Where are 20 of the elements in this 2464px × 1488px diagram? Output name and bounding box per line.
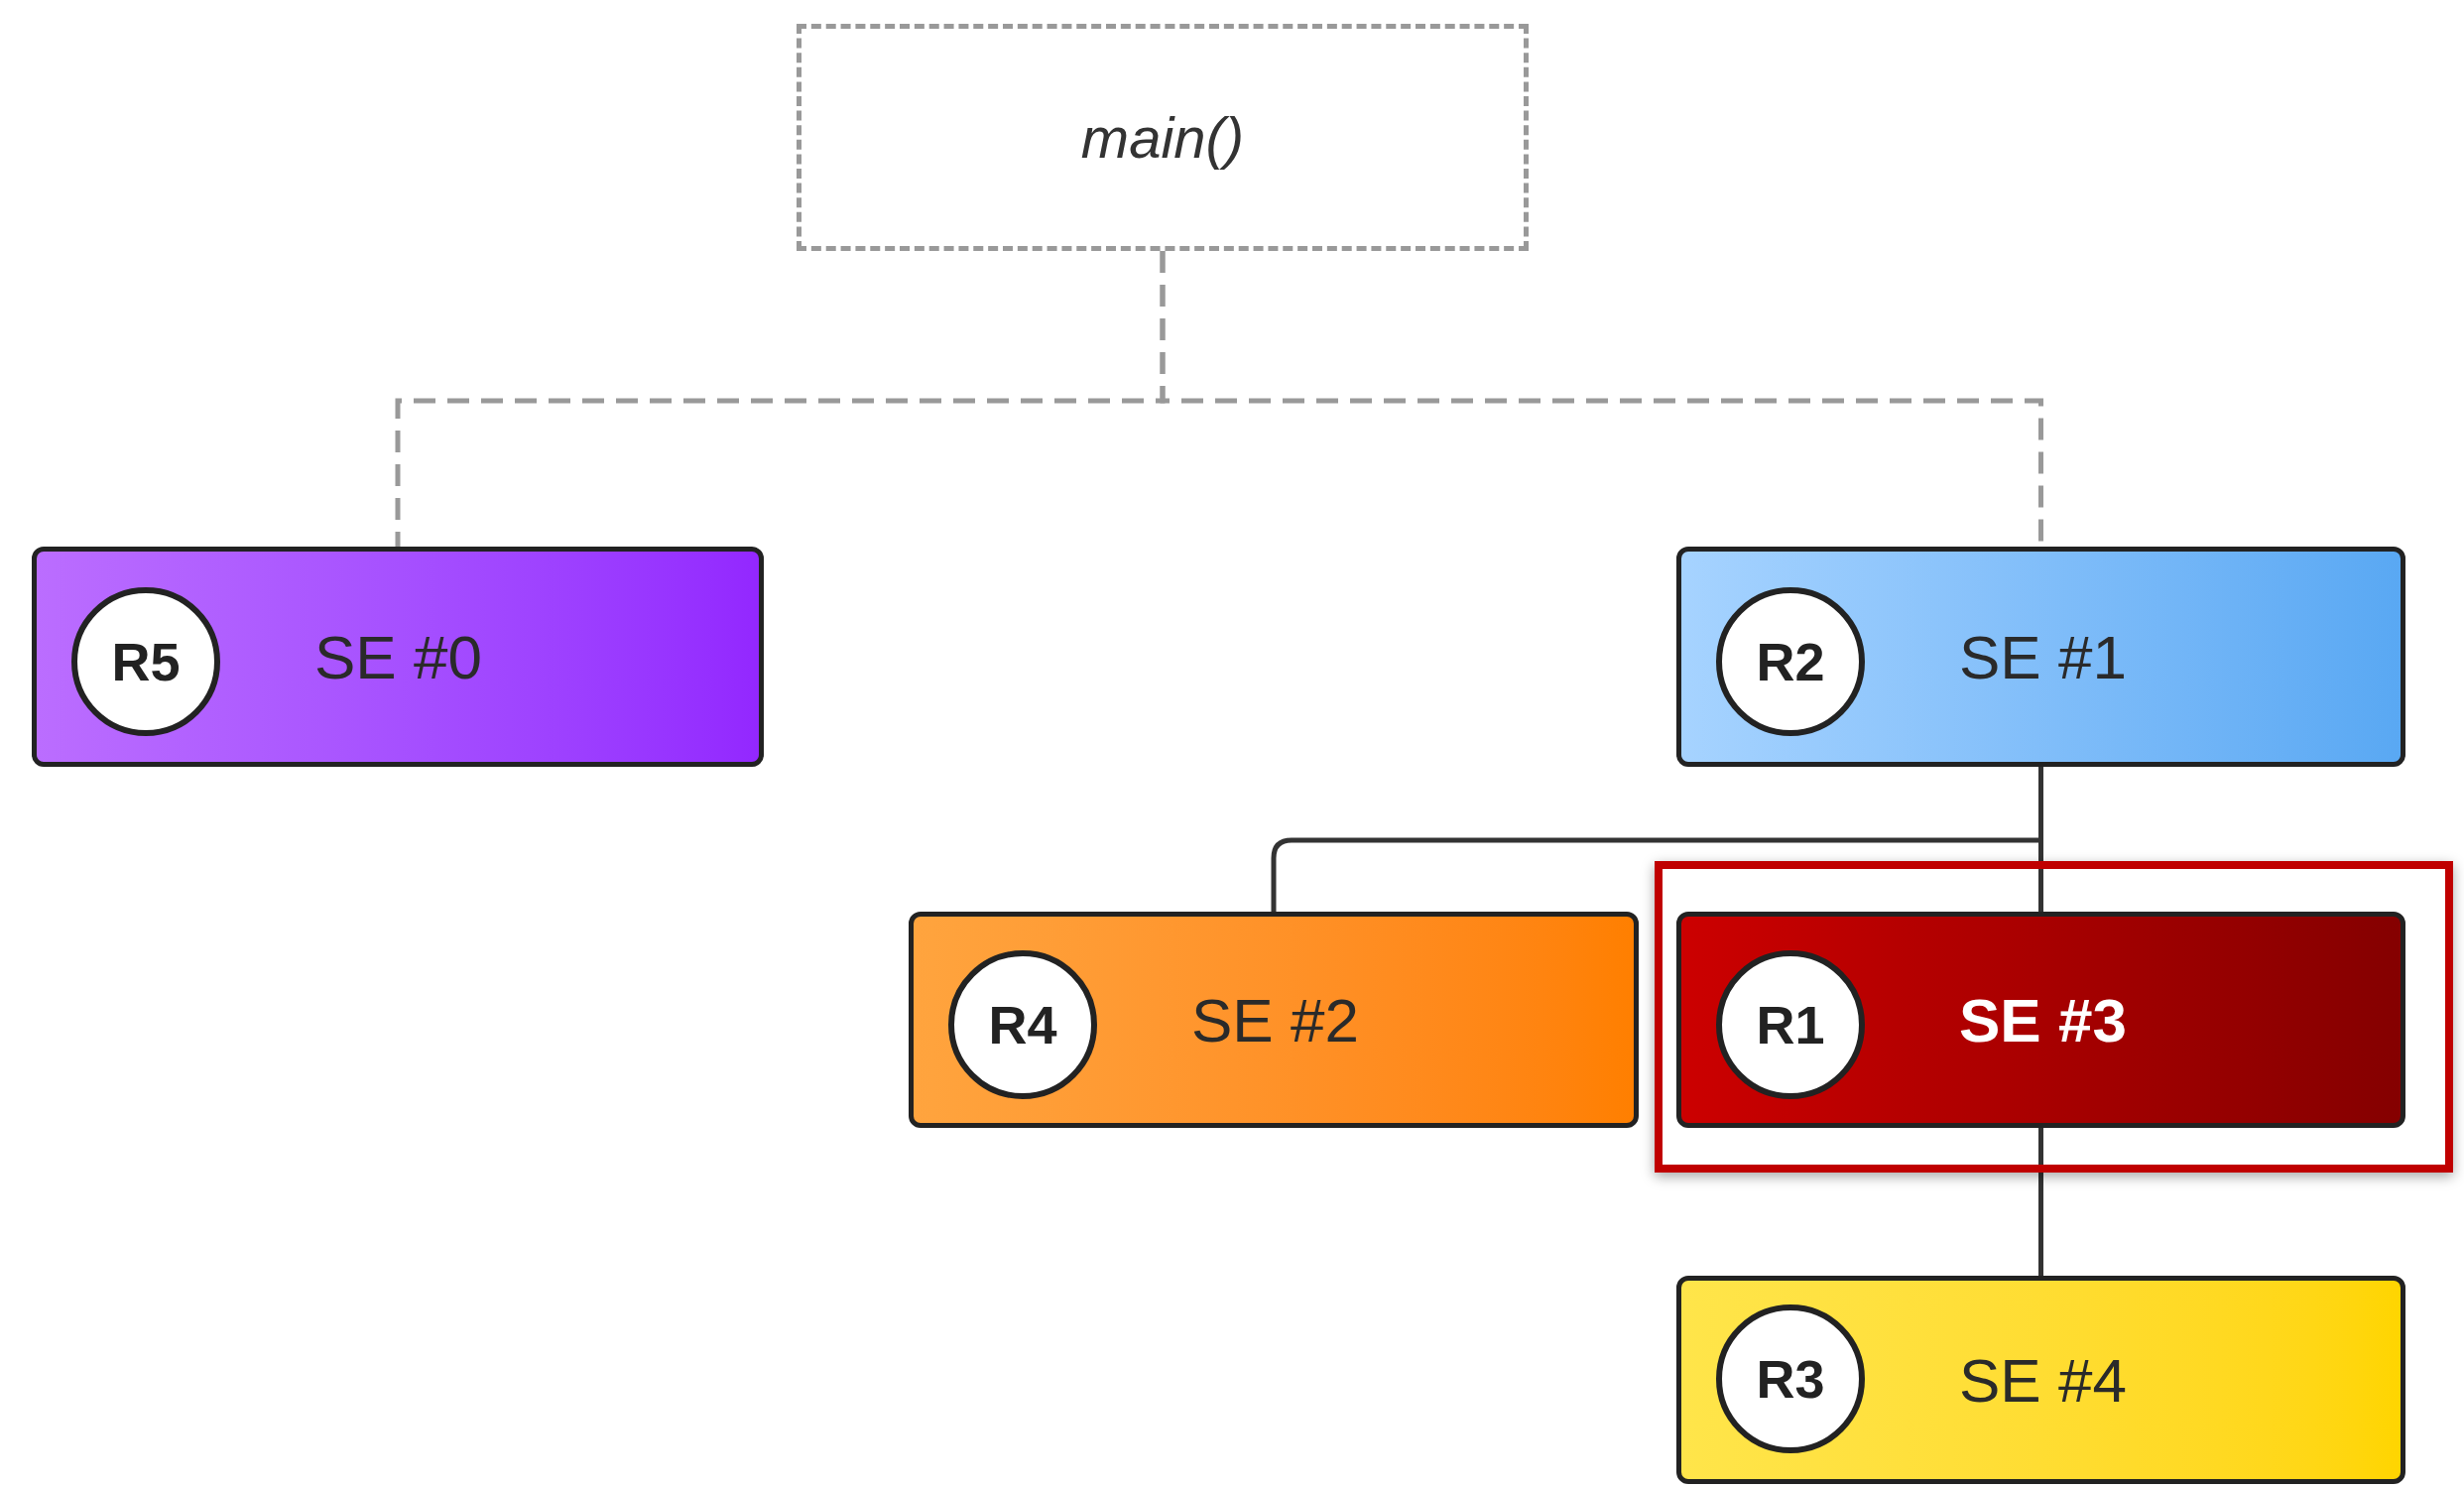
node-label: SE #1 [1959,621,2127,693]
process-box [32,547,764,767]
node-label: SE #2 [1191,984,1359,1056]
node-label: R4 [988,993,1057,1056]
node-label: R5 [111,630,181,693]
connector-line [2038,767,2043,912]
node-label: R2 [1756,630,1825,693]
node-label: R3 [1756,1347,1825,1411]
node-label: main() [1080,104,1245,172]
function-box [797,24,1529,251]
node-label: SE #0 [314,621,482,693]
process-box [909,912,1639,1128]
process-box [1676,547,2405,767]
node-label: SE #3 [1959,984,2127,1056]
node-label: SE #4 [1959,1344,2127,1417]
process-box [1676,1276,2405,1484]
highlight-frame [1655,861,2453,1173]
connector-line [2038,1128,2043,1276]
node-label: R1 [1756,993,1825,1056]
process-box [1676,912,2405,1128]
